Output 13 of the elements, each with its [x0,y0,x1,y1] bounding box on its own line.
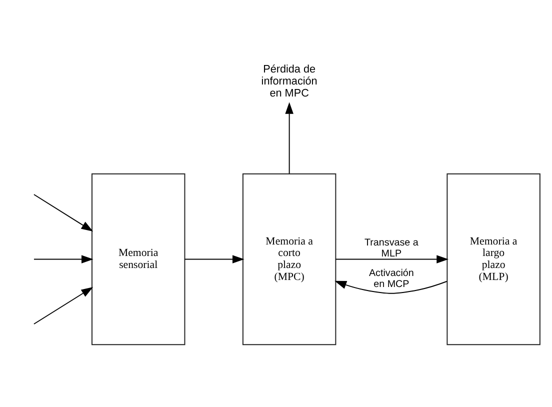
edge-label: Activación en MCP [368,268,414,290]
node-box: Memoria a largo plazo (MLP) [446,172,540,345]
node-text: Pérdida de información en MPC [261,63,318,99]
arrow [33,286,94,324]
arrow [33,254,94,263]
arrow [285,102,294,174]
node-box: Memoria sensorial [92,172,186,345]
arrow [335,254,448,263]
arrow [184,254,244,263]
arrow [33,194,94,232]
node-box: Memoria a corto plazo (MPC) [242,172,336,345]
edge-label: Transvase a MLP [364,236,418,259]
arrow [334,280,448,294]
